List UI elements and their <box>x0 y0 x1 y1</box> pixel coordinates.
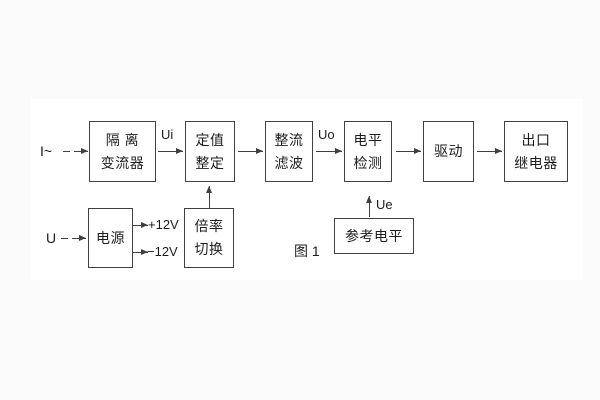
block-output-relay-line2: 继电器 <box>514 154 558 171</box>
block-power-supply-label: 电源 <box>96 229 125 246</box>
label-signal-ue: Ue <box>376 197 393 212</box>
label-signal-ui: Ui <box>161 127 174 142</box>
arrow-rectifier-to-level <box>316 148 342 154</box>
label-input-current: I~ <box>40 143 53 159</box>
block-setting-line1: 定值 <box>195 131 225 148</box>
block-reference-level: 参考电平 <box>334 218 414 254</box>
arrow-power-minus12v <box>133 249 148 255</box>
block-ratio-switch-line2: 切换 <box>194 241 224 257</box>
arrow-setting-to-rectifier <box>238 148 263 154</box>
block-rectifier-filter-line1: 整流 <box>274 131 304 148</box>
arrow-power-plus12v <box>133 222 148 228</box>
label-plus-12v: +12V <box>148 217 179 232</box>
block-isolation-converter-line2: 变流器 <box>100 154 145 171</box>
input-current-dash <box>63 151 70 152</box>
block-level-detector: 电平 检测 <box>344 121 392 182</box>
input-voltage-dash <box>61 238 68 239</box>
arrow-isolation-to-setting <box>158 148 183 154</box>
input-voltage-arrow <box>72 235 86 241</box>
label-input-voltage: U <box>46 230 57 246</box>
block-rectifier-filter: 整流 滤波 <box>265 121 313 182</box>
arrow-level-to-driver <box>396 148 421 154</box>
block-level-detector-line2: 检测 <box>353 154 383 171</box>
block-reference-level-label: 参考电平 <box>345 227 403 244</box>
block-output-relay: 出口 继电器 <box>504 121 568 182</box>
block-setting-line2: 整定 <box>195 154 225 171</box>
block-power-supply: 电源 <box>88 208 133 268</box>
label-minus-12v: −12V <box>147 244 178 259</box>
block-rectifier-filter-line2: 滤波 <box>274 154 304 171</box>
block-setting: 定值 整定 <box>185 121 235 182</box>
block-driver: 驱动 <box>423 121 474 182</box>
block-driver-label: 驱动 <box>434 143 463 159</box>
block-isolation-converter: 隔 离 变流器 <box>89 121 156 182</box>
figure-caption: 图 1 <box>294 243 320 259</box>
label-signal-uo: Uo <box>318 127 335 142</box>
arrow-reference-ue <box>366 196 372 217</box>
arrow-ratio-to-setting <box>206 186 212 208</box>
block-ratio-switch: 倍率 切换 <box>184 208 234 268</box>
block-level-detector-line1: 电平 <box>353 131 383 148</box>
block-isolation-converter-line1: 隔 离 <box>105 131 140 148</box>
block-output-relay-line1: 出口 <box>521 131 551 148</box>
figure-canvas: 隔 离 变流器 定值 整定 整流 滤波 电平 检测 驱动 出口 继电器 电源 倍… <box>31 99 583 280</box>
input-current-arrow <box>74 148 88 154</box>
arrow-driver-to-relay <box>477 148 502 154</box>
block-ratio-switch-line1: 倍率 <box>194 218 224 234</box>
